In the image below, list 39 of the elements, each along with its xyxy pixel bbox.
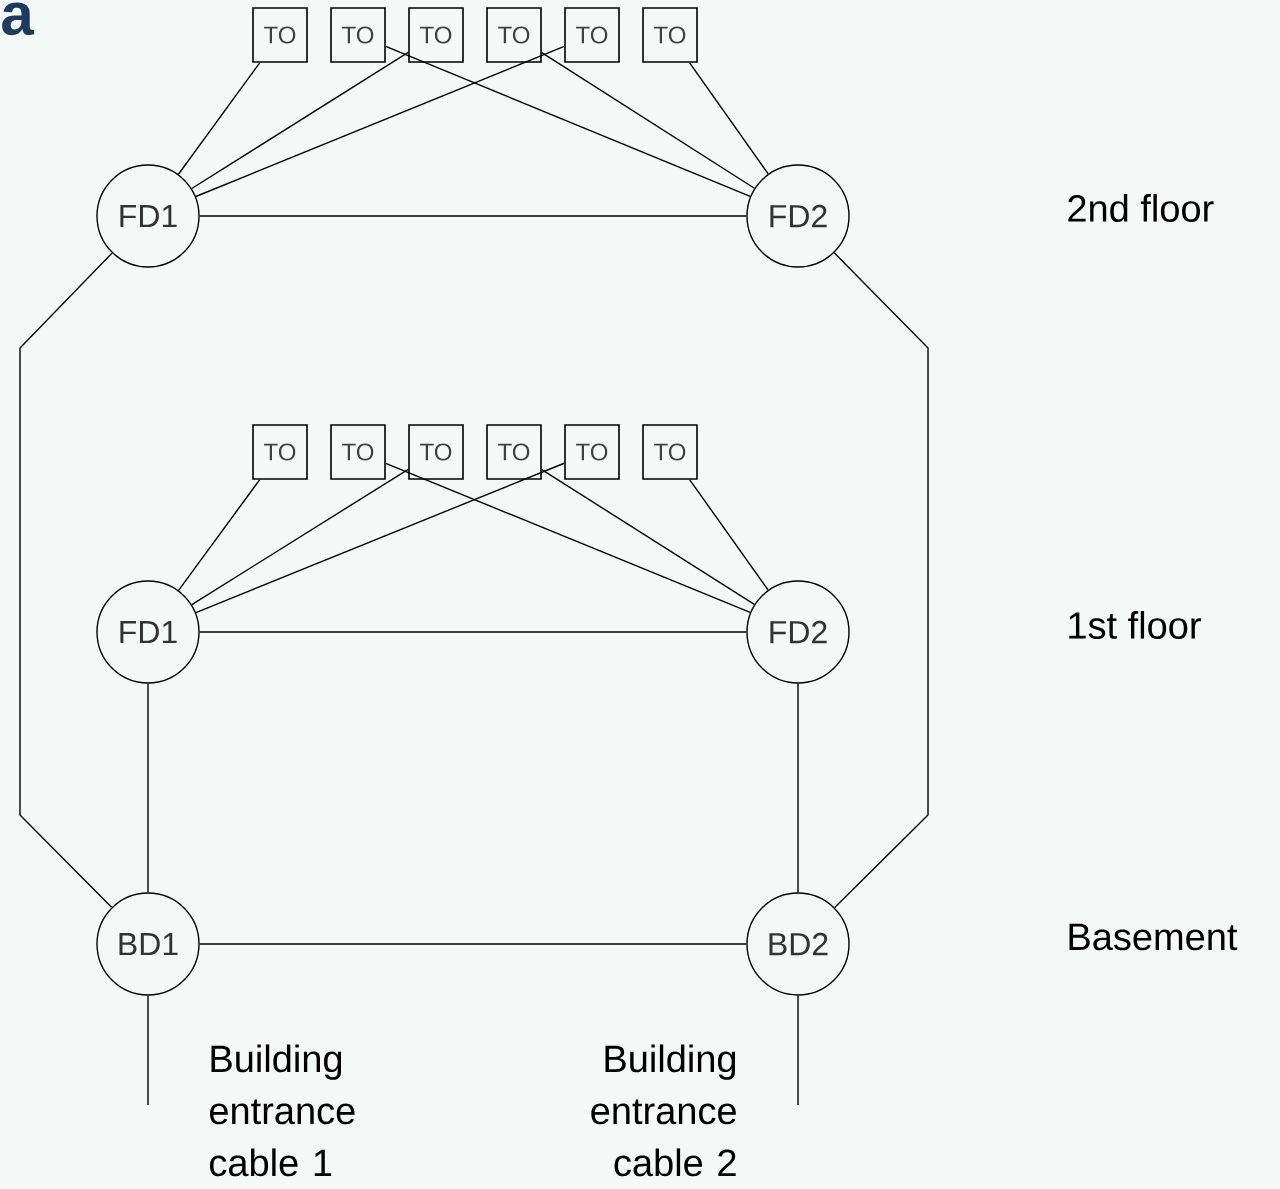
terminal-outlet-box: TO [642,424,698,480]
cable-line [385,462,751,614]
terminal-outlet-box: TO [564,7,620,63]
cable-line [177,62,261,175]
terminal-outlet-box: TO [408,7,464,63]
cable-line [385,45,751,198]
cable-line [797,683,799,893]
cable-line [689,479,769,591]
terminal-outlet-box: TO [486,7,542,63]
cable-line [541,468,756,606]
cable-line [833,252,929,909]
cable-label: Building entrance cable 1 [210,1044,355,1177]
cable-line [199,631,747,633]
cable-line [688,62,769,175]
cable-line [195,462,565,614]
terminal-outlet-box: TO [642,7,698,63]
cable-label: Building entrance cable 2 [591,1044,736,1177]
terminal-outlet-box: TO [252,7,308,63]
cable-line [19,252,113,909]
floor-label: 2nd floor [1068,194,1214,222]
cable-line [199,943,747,945]
cable-line [199,215,747,217]
cable-line [195,45,565,198]
entrance-cable-line [147,995,149,1106]
terminal-outlet-box: TO [408,424,464,480]
cable-line [191,51,409,190]
entrance-cable-line [797,995,799,1106]
cable-line [541,52,756,189]
panel-letter: a [2,2,35,36]
terminal-outlet-box: TO [252,424,308,480]
cable-line [177,479,261,592]
floor-label: 1st floor [1069,611,1201,639]
cable-line [191,468,409,606]
floor-label: Basement [1069,923,1238,951]
terminal-outlet-box: TO [486,424,542,480]
terminal-outlet-box: TO [330,7,386,63]
terminal-outlet-box: TO [564,424,620,480]
terminal-outlet-box: TO [330,424,386,480]
cable-line [147,683,149,893]
